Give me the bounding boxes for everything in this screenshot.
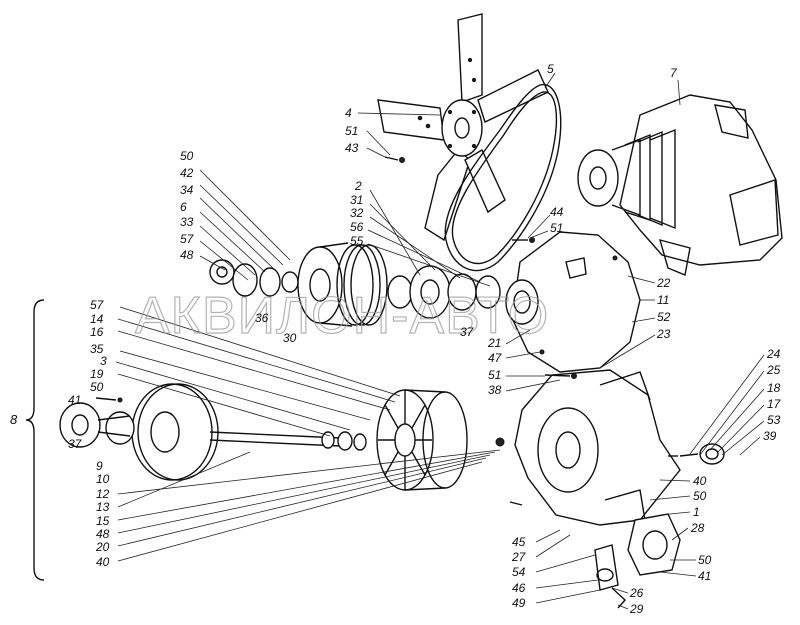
callout-15: 15: [96, 514, 110, 528]
callout-51b: 51: [550, 221, 563, 235]
callout-35: 35: [90, 342, 104, 356]
callout-48b: 48: [96, 527, 110, 541]
callout-25: 25: [766, 363, 781, 377]
callout-51: 51: [345, 124, 358, 138]
callout-50b: 50: [90, 380, 104, 394]
callout-47: 47: [488, 351, 503, 365]
callout-24: 24: [766, 347, 781, 361]
callout-43: 43: [345, 141, 359, 155]
finned-rotor: [376, 389, 505, 491]
group-8-bracket: [25, 299, 45, 581]
callout-52: 52: [657, 310, 671, 324]
upper-shaft-assembly: [209, 242, 501, 327]
callout-51c: 51: [488, 368, 501, 382]
callout-31: 31: [350, 193, 363, 207]
callout-26: 26: [629, 586, 644, 600]
callout-39: 39: [763, 429, 777, 443]
callout-33: 33: [180, 215, 194, 229]
callout-12: 12: [96, 487, 110, 501]
callout-50d: 50: [698, 553, 712, 567]
callout-36: 36: [255, 311, 269, 325]
callout-30: 30: [283, 331, 297, 345]
callout-16: 16: [90, 325, 104, 339]
small-cover: [679, 443, 725, 465]
callout-23: 23: [656, 327, 671, 341]
callout-49: 49: [512, 596, 526, 610]
callout-38: 38: [488, 383, 502, 397]
callout-37: 37: [460, 325, 475, 339]
callout-44: 44: [550, 205, 564, 219]
callout-50c: 50: [693, 489, 707, 503]
callout-18: 18: [767, 381, 781, 395]
callout-54: 54: [512, 565, 526, 579]
group-label: 8: [10, 412, 18, 427]
callout-48: 48: [180, 248, 194, 262]
bolt-group-upper: [95, 156, 678, 506]
callout-3: 3: [100, 354, 107, 368]
fan-assembly: [377, 13, 549, 242]
callout-4: 4: [345, 106, 352, 120]
callout-41b: 41: [698, 569, 711, 583]
callout-57b: 57: [90, 298, 105, 312]
callout-9: 9: [96, 459, 103, 473]
callout-56: 56: [350, 220, 364, 234]
housing-cover: [505, 231, 641, 373]
leader-lines: [115, 72, 765, 610]
callout-21: 21: [487, 336, 501, 350]
callout-5: 5: [547, 62, 554, 76]
callout-27: 27: [511, 550, 527, 564]
part-labels: 8 5 7 4 51 43 50 42 34 6 33 57 48 2 31 3…: [10, 62, 782, 616]
callout-32: 32: [350, 206, 364, 220]
flywheel: [59, 383, 219, 481]
callout-10: 10: [96, 472, 110, 486]
callout-37b: 37: [68, 437, 83, 451]
callout-1: 1: [693, 505, 700, 519]
callout-46: 46: [512, 581, 526, 595]
callout-40b: 40: [693, 474, 707, 488]
callout-41: 41: [68, 393, 81, 407]
drive-belt: [444, 84, 562, 272]
main-shaft: [209, 431, 367, 451]
callout-13: 13: [96, 500, 110, 514]
callout-28: 28: [690, 521, 705, 535]
callout-22: 22: [656, 276, 671, 290]
callout-45: 45: [512, 535, 526, 549]
callout-20: 20: [95, 540, 110, 554]
callout-14: 14: [90, 312, 104, 326]
callout-29: 29: [629, 602, 644, 616]
lower-pump: [594, 513, 681, 609]
callout-6: 6: [180, 200, 187, 214]
callout-42: 42: [180, 166, 194, 180]
watermark: АКВИЛОН-АВТО: [135, 287, 549, 345]
callout-2: 2: [354, 179, 362, 193]
callout-50: 50: [180, 149, 194, 163]
pump-unit: [577, 94, 783, 276]
callout-17: 17: [767, 397, 782, 411]
callout-53: 53: [767, 413, 781, 427]
callout-7: 7: [670, 66, 678, 80]
lower-housing: [514, 369, 681, 526]
callout-57: 57: [180, 232, 195, 246]
callout-40: 40: [96, 555, 110, 569]
callout-11: 11: [657, 293, 669, 307]
callout-55: 55: [350, 234, 364, 248]
callout-34: 34: [180, 183, 194, 197]
callout-19: 19: [90, 367, 104, 381]
